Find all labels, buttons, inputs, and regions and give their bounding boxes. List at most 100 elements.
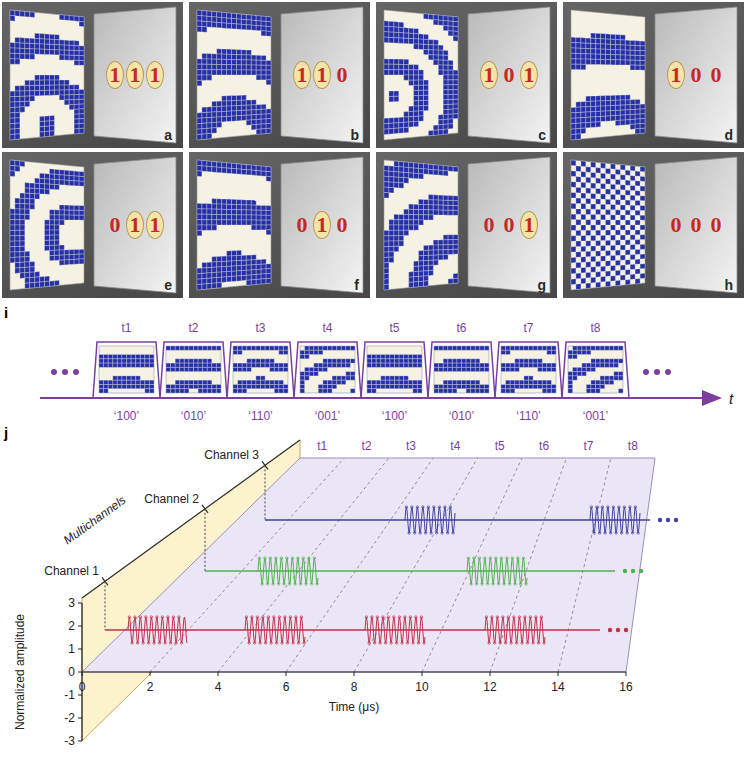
metasurface-cell [251,270,256,275]
metasurface-cell [606,95,611,100]
metasurface-cell [207,214,212,219]
metasurface-cell [241,265,246,270]
peak-marker [305,583,307,585]
metasurface-cell [266,128,271,133]
metasurface-cell [625,120,630,125]
metasurface-cell [323,380,328,384]
metasurface-cell [419,106,424,111]
metasurface-cell [381,376,386,380]
metasurface-cell [50,281,55,287]
metasurface-cell [337,363,342,367]
metasurface-cell [323,389,328,393]
metasurface-cell [428,14,433,20]
metasurface-cell [266,176,271,181]
metasurface-cell [10,10,15,16]
signal-burst [467,558,527,584]
metasurface-cell [251,110,256,115]
metasurface-cell [443,50,448,55]
metasurface-cell [609,359,614,363]
metasurface-cell [79,46,84,51]
metasurface-cell [145,380,150,384]
metasurface-cell [586,122,591,128]
metasurface-cell [300,355,305,359]
peak-marker [493,642,495,644]
x-tick [354,672,355,676]
metasurface-cell [452,359,457,363]
metasurface-cell [635,104,640,109]
metasurface-cell [241,115,246,120]
metasurface-cell [251,363,256,367]
metasurface-cell [605,376,610,380]
metasurface-cell [443,385,448,389]
metasurface-cell [251,120,256,125]
metasurface-cell [261,359,266,363]
metasurface-cell [40,80,45,85]
metasurface-cell [79,51,84,56]
metasurface-cell [573,350,578,354]
metasurface-cell [395,363,400,367]
metasurface-cell [184,346,189,350]
metasurface-cell [256,274,261,279]
x-tick [218,672,219,676]
panel-letter: d [724,128,733,142]
metasurface-cell [443,346,448,350]
metasurface-cell [237,266,242,272]
ellipsis-dot [666,518,670,522]
metasurface-base [197,160,271,290]
metasurface-cell [453,94,458,99]
metasurface-cell [175,380,180,384]
metasurface-cell [529,346,534,350]
metasurface-cell [40,282,45,288]
metasurface-cell [251,200,256,205]
metasurface-cell [25,188,30,194]
metasurface-cell [50,85,55,90]
metasurface-cell [222,18,227,24]
metasurface-cell [389,64,394,70]
metasurface-cell [582,372,587,376]
metasurface-cell [434,367,439,371]
metasurface-cell [394,22,399,28]
metasurface-cell [222,70,227,75]
metasurface-cell [25,43,30,49]
metasurface-cell [433,165,438,170]
metasurface-cell [202,70,207,75]
metasurface-cell [45,281,50,287]
metasurface-cell [232,18,237,24]
peak-marker [245,616,247,618]
bit-digit: 1 [130,214,141,236]
metasurface-cell [337,359,342,363]
metasurface-cell [261,129,266,134]
metasurface-cell [15,86,20,91]
metasurface-cell [448,380,453,384]
metasurface-cell [480,389,485,393]
metasurface-cell [433,125,438,130]
metasurface-cell [20,204,25,210]
metasurface-cell [270,346,275,350]
metasurface-cell [145,355,150,359]
metasurface-cell [149,363,154,367]
metasurface-cell [50,235,55,240]
metasurface-cell [443,359,448,363]
metasurface-cell [314,363,319,367]
metasurface-cell [591,49,596,54]
metasurface-cell [54,85,59,90]
metasurface-cell [197,268,202,274]
metasurface-cell [251,100,256,105]
metasurface-cell [149,389,154,393]
metasurface-cell [35,33,40,39]
metasurface-cell [217,117,222,123]
peak-marker [376,616,378,618]
metasurface-cell [232,266,237,272]
metasurface-cell [414,34,419,40]
metasurface-base [10,10,84,140]
metasurface-cell [222,96,227,101]
peak-marker [467,557,469,559]
metasurface-cell [64,85,69,90]
metasurface-cell [256,259,261,264]
metasurface-cell [372,380,377,384]
metasurface-cell [577,372,582,376]
metasurface-cell [212,128,217,134]
frame-outline [562,342,629,398]
metasurface-cell [270,359,275,363]
metasurface-cell [99,385,104,389]
